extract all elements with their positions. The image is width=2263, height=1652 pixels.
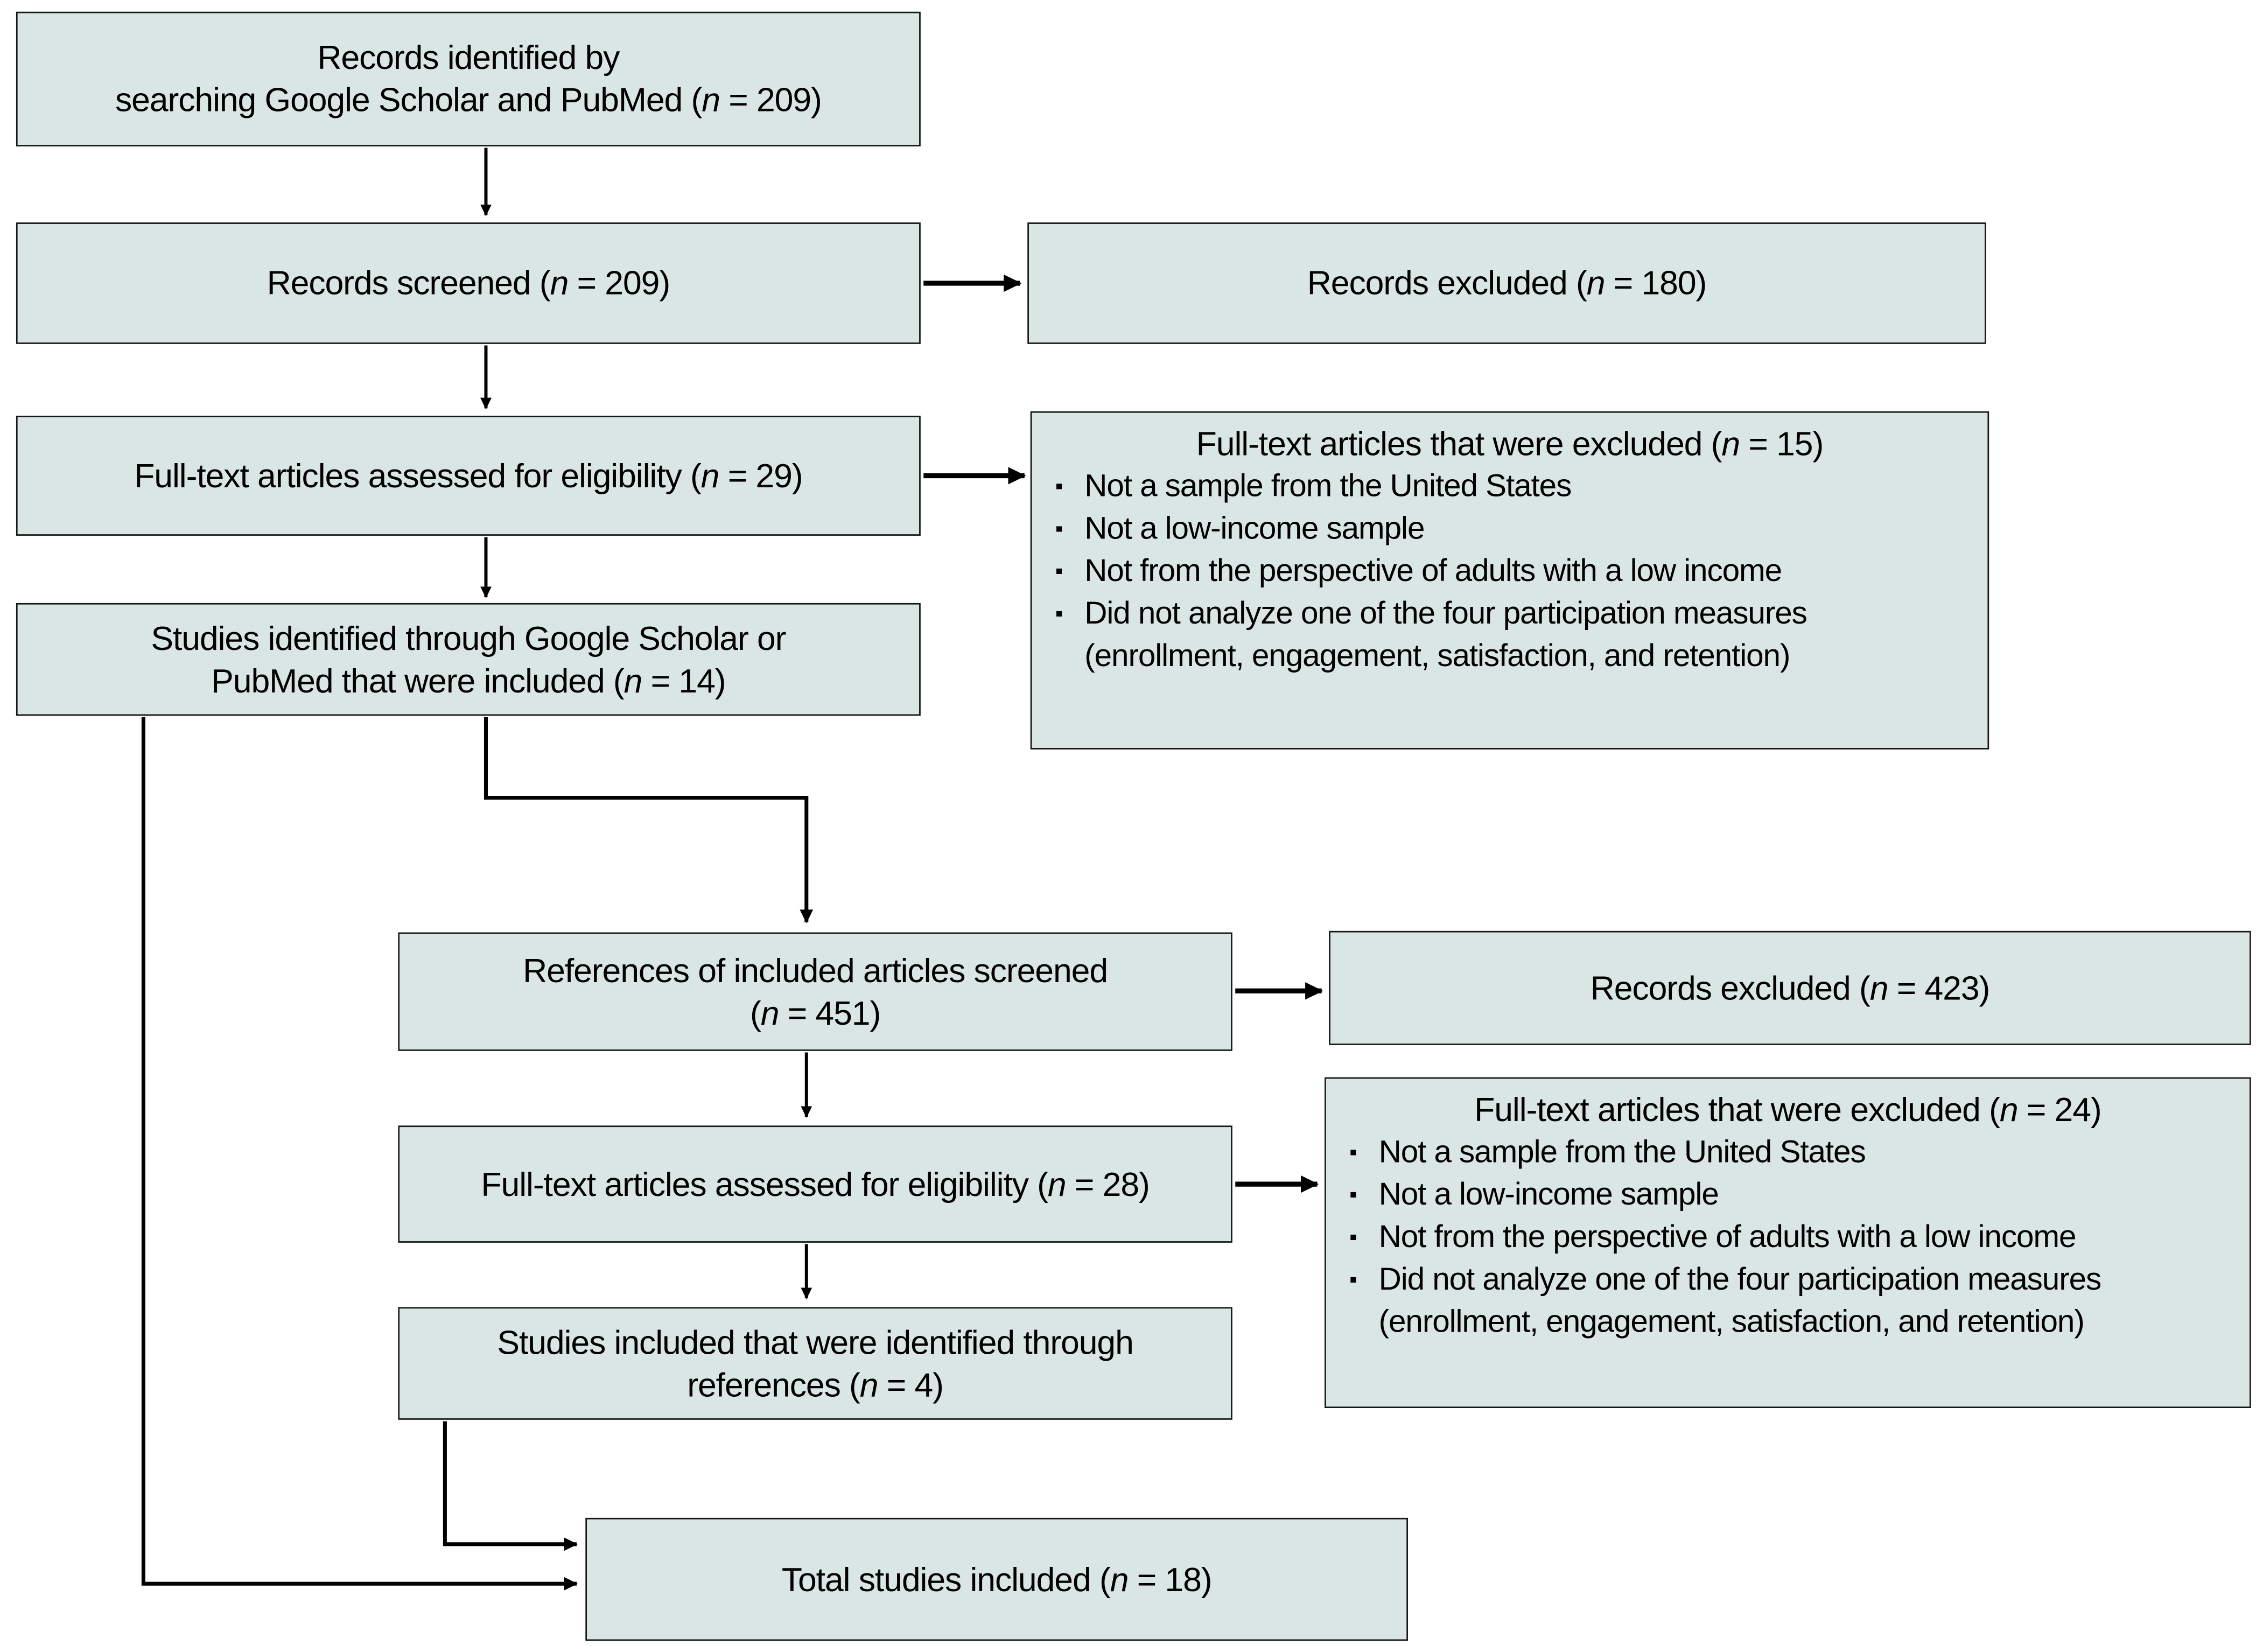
box-text: Records screened (n = 209) <box>267 263 671 302</box>
box-references-screened: References of included articles screened… <box>398 932 1232 1051</box>
box-fulltext-excluded-15: Full-text articles that were excluded (n… <box>1030 411 1989 750</box>
box-studies-included-search: Studies identified through Google Schola… <box>16 603 921 716</box>
list-item-text: Not from the perspective of adults with … <box>1084 553 1782 589</box>
list-item-text: Not a sample from the United States <box>1378 1134 1866 1170</box>
bullet-icon: ▪ <box>1055 516 1063 542</box>
box-text: References of included articles screened… <box>523 950 1108 1032</box>
list-item: ▪ Did not analyze one of the four partici… <box>1052 593 1973 678</box>
list-item-text: Not a low-income sample <box>1378 1177 1719 1212</box>
bullet-icon: ▪ <box>1055 474 1063 499</box>
exclusion-reason-list: ▪ Not a sample from the United States ▪ No… <box>1047 465 1973 677</box>
box-fulltext-excluded-24: Full-text articles that were excluded (n… <box>1325 1077 2251 1409</box>
arrow-studiesrefs-to-total-elbow <box>443 1421 578 1551</box>
box-text: Total studies included (n = 18) <box>781 1559 1213 1598</box>
list-item: ▪ Did not analyze one of the four partici… <box>1347 1259 2235 1344</box>
box-records-identified: Records identified by searching Google S… <box>16 11 921 146</box>
box-fulltext-eligibility-28: Full-text articles assessed for eligibil… <box>398 1125 1232 1243</box>
box-text: Full-text articles assessed for eligibil… <box>481 1164 1150 1203</box>
box-text: Records excluded (n = 180) <box>1307 263 1707 302</box>
box-text: Records identified by searching Google S… <box>115 38 822 119</box>
list-item: ▪ Not from the perspective of adults with… <box>1052 550 1973 593</box>
box-records-excluded-180: Records excluded (n = 180) <box>1027 222 1986 344</box>
exclusion-reason-list: ▪ Not a sample from the United States ▪ No… <box>1341 1131 2235 1343</box>
box-records-screened: Records screened (n = 209) <box>16 222 921 344</box>
list-item: ▪ Not a sample from the United States <box>1347 1131 2235 1174</box>
box-fulltext-eligibility-29: Full-text articles assessed for eligibil… <box>16 415 921 536</box>
box-records-excluded-423: Records excluded (n = 423) <box>1329 930 2251 1045</box>
bullet-icon: ▪ <box>1055 559 1063 584</box>
bullet-icon: ▪ <box>1349 1225 1357 1250</box>
arrow-studies-to-references-elbow <box>484 717 814 923</box>
list-item-text: Not from the perspective of adults with … <box>1378 1219 2077 1255</box>
list-item: ▪ Not from the perspective of adults with… <box>1347 1216 2235 1259</box>
box-text: Studies identified through Google Schola… <box>151 618 786 699</box>
list-item: ▪ Not a sample from the United States <box>1052 465 1973 508</box>
box-studies-included-references: Studies included that were identified th… <box>398 1307 1232 1420</box>
bullet-icon: ▪ <box>1055 601 1063 627</box>
list-item: ▪ Not a low-income sample <box>1347 1174 2235 1216</box>
bullet-icon: ▪ <box>1349 1140 1357 1165</box>
bullet-icon: ▪ <box>1349 1182 1357 1208</box>
list-item-text: Did not analyze one of the four particip… <box>1378 1262 2102 1340</box>
box-text: Records excluded (n = 423) <box>1590 968 1991 1006</box>
list-item-text: Not a low-income sample <box>1084 510 1425 546</box>
list-item: ▪ Not a low-income sample <box>1052 508 1973 550</box>
box-text: Studies included that were identified th… <box>497 1322 1134 1403</box>
list-item-text: Not a sample from the United States <box>1084 468 1572 504</box>
box-text: Full-text articles assessed for eligibil… <box>134 456 803 494</box>
bullet-icon: ▪ <box>1349 1268 1357 1293</box>
box-title: Full-text articles that were excluded (n… <box>1196 424 1824 463</box>
list-item-text: Did not analyze one of the four particip… <box>1084 596 1807 674</box>
box-title: Full-text articles that were excluded (n… <box>1474 1090 2102 1129</box>
box-total-included: Total studies included (n = 18) <box>585 1517 1409 1641</box>
arrow-studies-to-total-elbow <box>141 717 578 1591</box>
